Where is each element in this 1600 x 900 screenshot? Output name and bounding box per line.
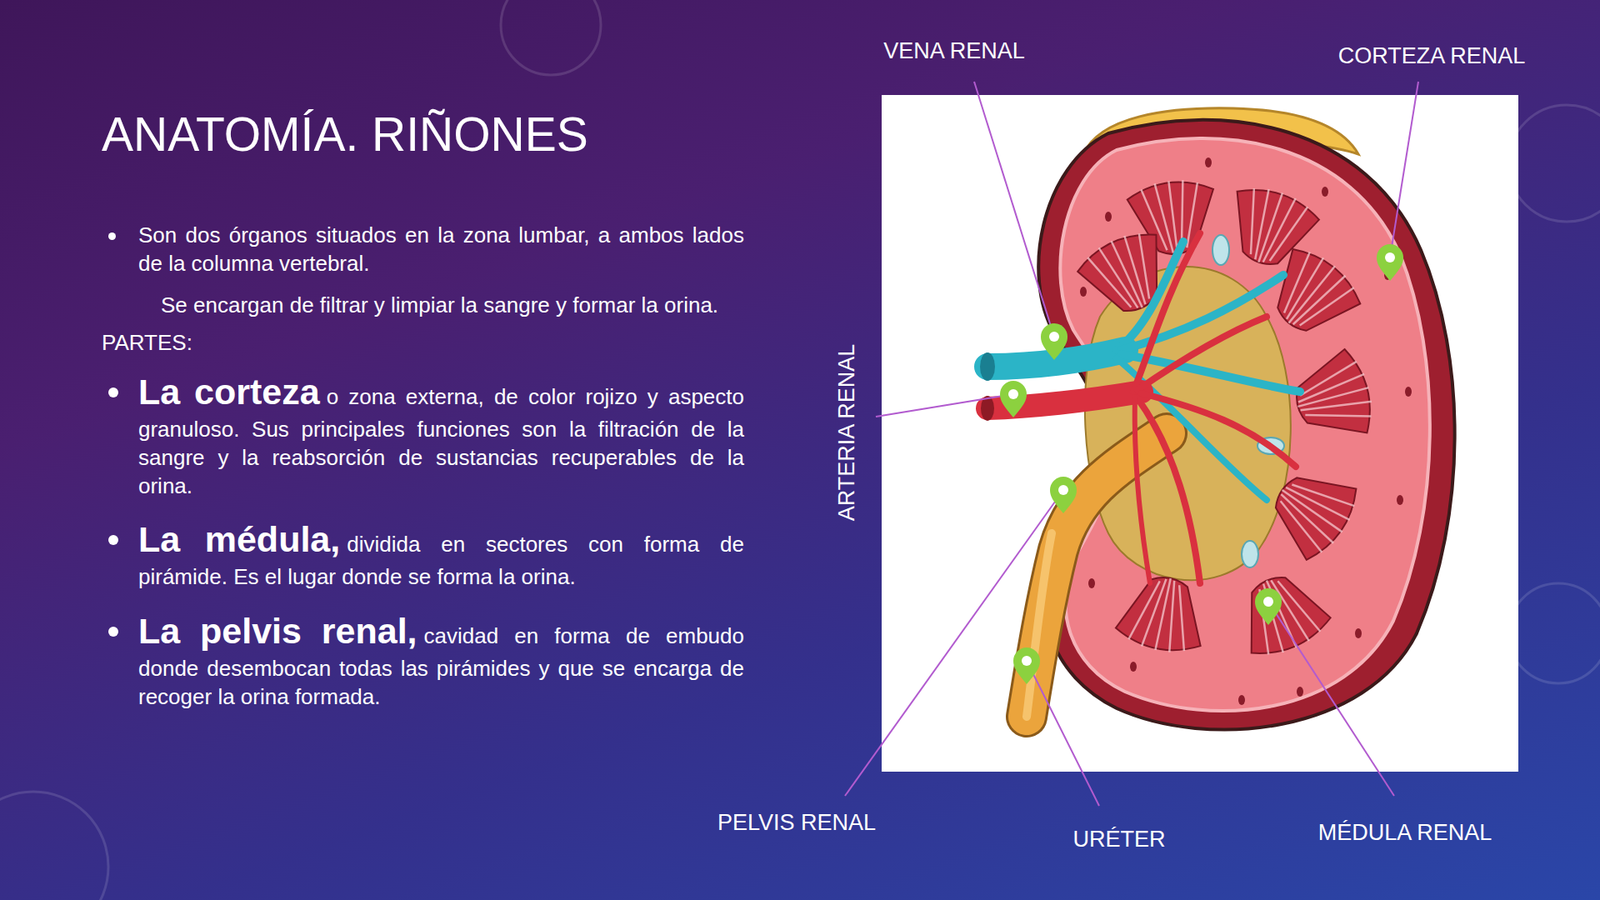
illustration-part (1120, 275, 1284, 350)
illustration-part (1021, 655, 1032, 666)
slide-title: ANATOMÍA. RIÑONES (101, 106, 589, 162)
illustration-part (875, 394, 1014, 417)
bullet-paragraph: La pelvis renal,cavidad en forma de embu… (101, 608, 745, 711)
illustration-part (1212, 235, 1230, 265)
illustration-part (1376, 244, 1404, 281)
illustration-part (1026, 533, 1052, 717)
illustration-part (1013, 647, 1040, 685)
illustration-part (1405, 386, 1412, 397)
illustration-part (1241, 540, 1259, 568)
illustration-part (1040, 323, 1068, 360)
illustration-part (1238, 695, 1245, 705)
illustration-part (1286, 345, 1380, 449)
illustration-part (0, 791, 109, 900)
illustration-part (845, 490, 1064, 796)
illustration-part (1060, 138, 1430, 711)
part-label: PELVIS RENAL (717, 810, 876, 836)
bullet-paragraph: Son dos órganos situados en la zona lumb… (101, 221, 745, 279)
illustration-part (1085, 266, 1291, 580)
illustration-part (1137, 316, 1267, 390)
illustration-part (1026, 660, 1100, 806)
illustration-part (1321, 186, 1329, 197)
illustration-part (1141, 393, 1296, 467)
part-heading: La médula, (138, 519, 340, 560)
part-heading: La corteza (138, 371, 320, 412)
illustration-part (1396, 495, 1404, 505)
illustration-part (1255, 588, 1282, 625)
bullet-paragraph: PARTES: (101, 329, 745, 358)
bullet-dot (108, 535, 119, 545)
illustration-part (1000, 244, 1404, 685)
illustration-part (1376, 244, 1404, 281)
illustration-part (1268, 601, 1395, 796)
part-label: CORTEZA RENAL (1338, 43, 1526, 70)
illustration-part (1026, 433, 1167, 717)
illustration-part (1257, 454, 1368, 568)
illustration-part (1105, 211, 1112, 222)
illustration-part (1008, 389, 1019, 400)
illustration-part (980, 352, 995, 381)
illustration-part (1263, 596, 1274, 607)
illustration-part (881, 95, 1519, 772)
body-column: Son dos órganos situados en la zona lumb… (101, 221, 745, 712)
bullet-paragraph: Se encargan de filtrar y limpiar la sang… (101, 291, 745, 320)
part-label: URÉTER (1072, 826, 1165, 853)
bullet-dot (108, 232, 116, 240)
illustration-part (1205, 157, 1212, 168)
part-label: ARTERIA RENAL (834, 344, 860, 522)
illustration-part (1508, 105, 1600, 222)
illustration-part (845, 81, 1419, 806)
illustration-part (1226, 562, 1336, 665)
body-text: PARTES: (101, 330, 193, 355)
illustration-part (1040, 323, 1068, 360)
illustration-part (1080, 286, 1087, 297)
bullet-paragraph: La cortezao zona externa, de color rojiz… (101, 369, 745, 500)
illustration-part (974, 81, 1055, 337)
illustration-part (1050, 476, 1077, 514)
illustration-part (500, 0, 601, 75)
illustration-part (1508, 583, 1600, 684)
illustration-part (1038, 120, 1455, 730)
illustration-part (1026, 433, 1167, 717)
bullet-dot (108, 387, 119, 398)
illustration-part (1000, 380, 1027, 418)
part-label: VENA RENAL (883, 38, 1025, 65)
body-text: Se encargan de filtrar y limpiar la sang… (160, 292, 719, 318)
body-text: Son dos órganos situados en la zona lumb… (138, 222, 745, 276)
illustration-part (1013, 647, 1040, 685)
illustration-part (1088, 578, 1095, 589)
illustration-part (1255, 239, 1369, 351)
illustration-part (1255, 588, 1282, 625)
illustration-part (1058, 485, 1069, 495)
part-heading: La pelvis renal, (138, 610, 418, 651)
bullet-paragraph: La médula,dividida en sectores con forma… (101, 516, 745, 592)
illustration-part (1135, 396, 1150, 584)
illustration-part (1050, 476, 1077, 514)
illustration-part (1355, 628, 1362, 639)
illustration-part (1049, 331, 1060, 342)
illustration-part (1130, 661, 1137, 672)
illustration-part (1296, 686, 1304, 697)
illustration-part (1390, 81, 1419, 258)
illustration-part (1385, 252, 1395, 263)
illustration-part (1000, 380, 1027, 418)
part-label: MÉDULA RENAL (1318, 820, 1493, 846)
bullet-dot (108, 626, 119, 637)
